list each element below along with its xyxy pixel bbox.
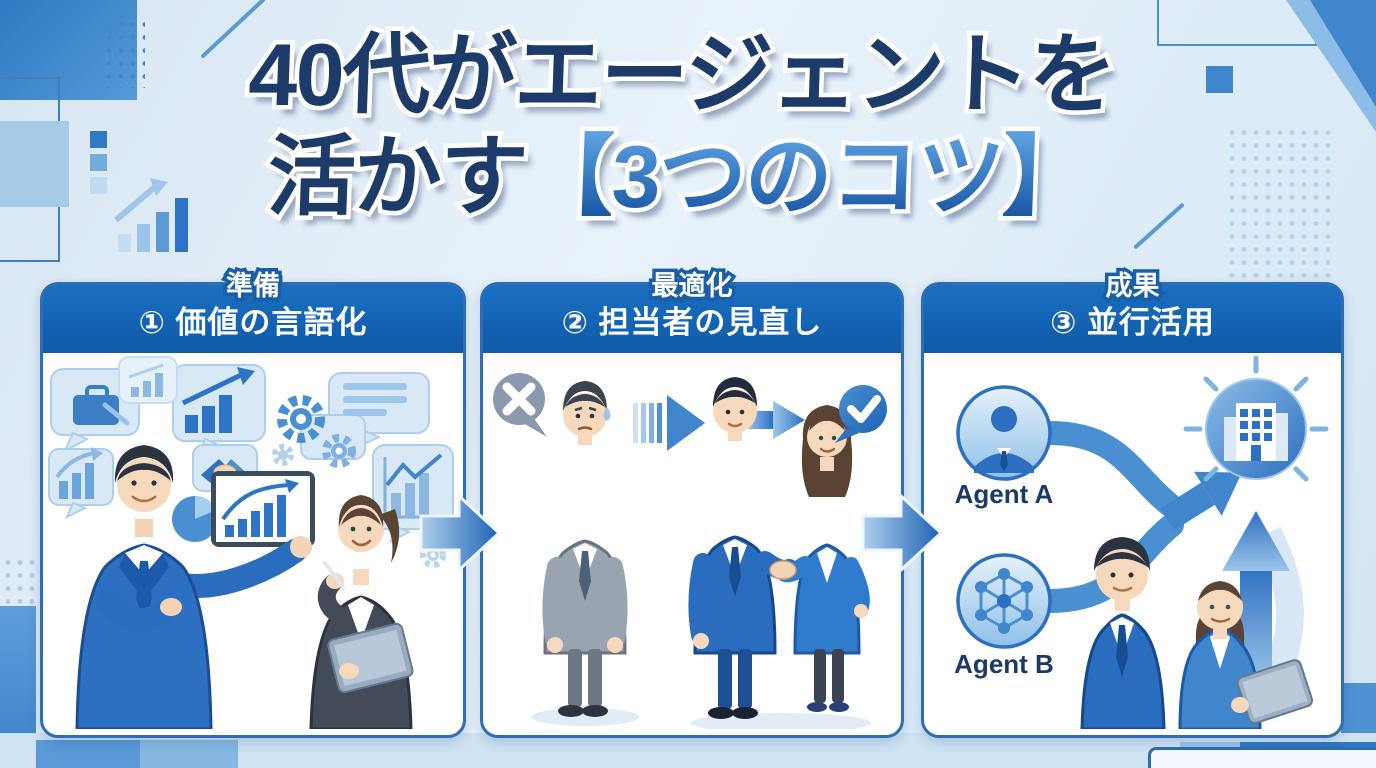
person-icon [974, 406, 1034, 473]
decor-outline-rect-bottom-right [1148, 747, 1376, 768]
decor-square-top-right [1206, 66, 1233, 93]
decor-strip-seg-1 [36, 740, 140, 768]
agent-b-label: Agent B [954, 649, 1054, 679]
step1-tag: 準備準備 [223, 268, 284, 305]
agent-a-avatar [956, 385, 1052, 481]
decor-bar-chart-icon [114, 178, 188, 252]
check-bubble-icon [835, 385, 887, 443]
network-icon [975, 568, 1033, 634]
businessman-illustration [75, 445, 312, 729]
fade-arrow-icon [633, 395, 705, 451]
title-line2-highlight-text: 【3つのコツ】 [524, 126, 1091, 228]
step3-heading: ③ 並行活用 [1050, 304, 1215, 340]
agent-b-avatar [956, 553, 1052, 649]
step2-illustration [483, 353, 901, 729]
title-line1-text: 40代がエージェントを [247, 25, 1117, 124]
decor-mini-square-1 [90, 131, 107, 148]
decor-light-square-left [0, 121, 69, 207]
step3-header: ③ 並行活用 [924, 285, 1341, 353]
mini-bar-chart-icon [128, 363, 164, 397]
page-title-line2: 活かす 活かす 【3つのコツ】 【3つのコツ】 [144, 123, 1212, 231]
step1-header: ① 価値の言語化 [43, 285, 463, 353]
gray-man-illustration [542, 381, 628, 717]
building-icon [1183, 355, 1329, 482]
page-title-line1: 40代がエージェントを 40代がエージェントを [148, 21, 1216, 129]
step1-heading: ① 価値の言語化 [138, 304, 368, 340]
decor-dots-top-left [103, 18, 145, 88]
decor-square-bottom-right [1341, 683, 1376, 733]
blue-woman-illustration [769, 405, 870, 712]
pie-chart-icon [172, 496, 218, 542]
step2-header: ② 担当者の見直し [483, 285, 901, 353]
growth-chart-icon [181, 367, 255, 433]
decor-mini-square-2 [90, 154, 107, 171]
arrow-panel2-to-panel3 [861, 494, 943, 572]
panel3-woman-illustration [1178, 581, 1314, 729]
decor-mini-square-3 [90, 177, 107, 194]
businesswoman-illustration [309, 495, 414, 729]
step-panel-3: 成果成果 ③ 並行活用 [921, 268, 1344, 738]
small-growth-icon [55, 447, 103, 499]
page-title: 40代がエージェントを 40代がエージェントを 活かす 活かす 【3つのコツ】 … [144, 21, 1216, 231]
step2-heading: ② 担当者の見直し [561, 304, 823, 340]
decor-dots-bottom-left [2, 556, 40, 612]
decor-strip-seg-2 [140, 740, 238, 768]
chat-bubble-icon [343, 383, 407, 416]
agent-a-label: Agent A [954, 479, 1054, 509]
gear-icon [272, 395, 446, 568]
step3-tag: 成果成果 [1102, 268, 1163, 305]
decor-dots-top-right [1226, 126, 1332, 278]
step-panel-2: 最適化最適化 ② 担当者の見直し [480, 268, 904, 738]
cross-bubble-icon [493, 373, 547, 437]
step2-tag: 最適化最適化 [648, 268, 736, 305]
step-panel-1: 準備準備 ① 価値の言語化 [40, 268, 466, 738]
title-line2-plain-text: 活かす [266, 127, 528, 227]
arrow-panel1-to-panel2 [419, 494, 501, 572]
step3-illustration: Agent A Agent B [924, 353, 1341, 729]
tablet-chart-icon [211, 471, 315, 547]
panel3-man-illustration [1080, 537, 1166, 729]
step1-illustration [43, 353, 463, 729]
briefcase-icon [73, 385, 130, 426]
